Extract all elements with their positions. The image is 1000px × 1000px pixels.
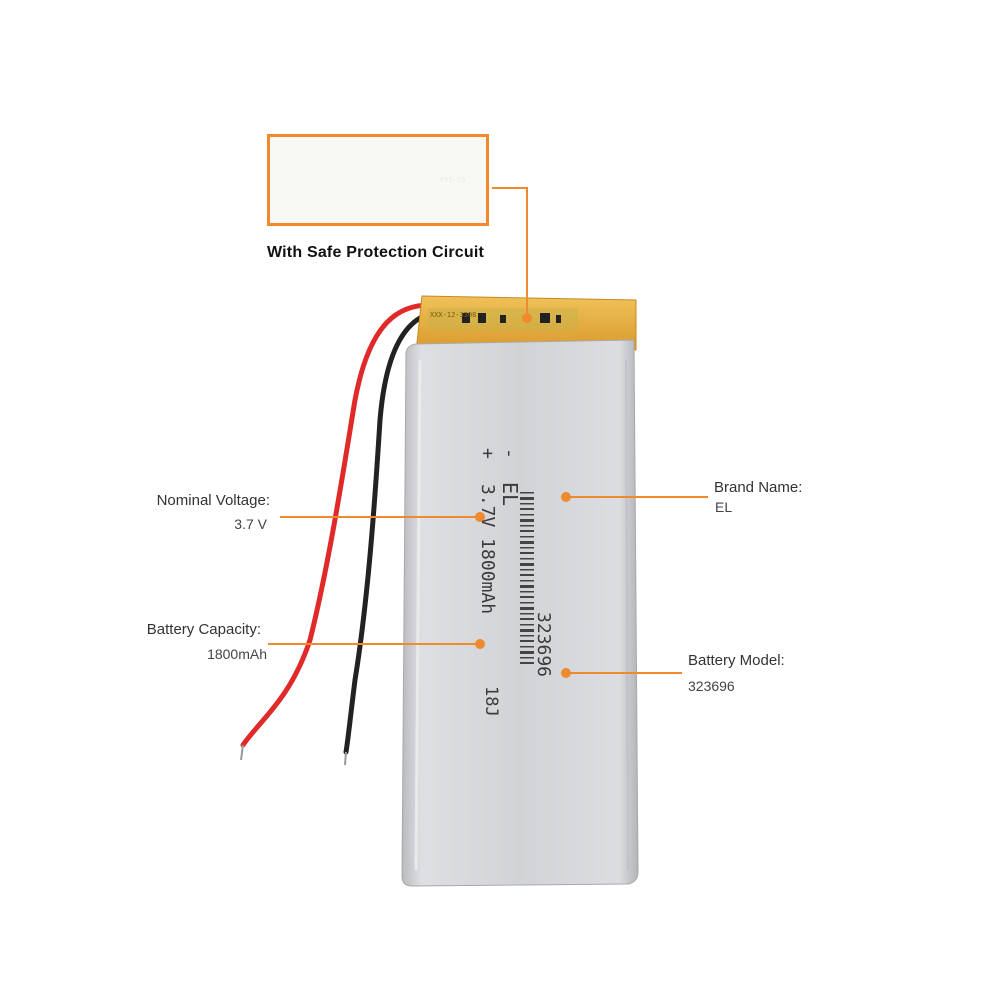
black-wire (343, 315, 423, 755)
brand-dot (561, 492, 571, 502)
red-wire (240, 302, 433, 748)
barcode (520, 492, 534, 664)
protection-dot (522, 313, 532, 323)
protection-callout-line (492, 187, 528, 318)
brand-name-value: EL (715, 499, 733, 515)
nominal-voltage-value: 3.7 V (234, 516, 267, 532)
capacity-label: Battery Capacity: (146, 621, 261, 638)
callout-lines (268, 187, 708, 674)
polarity-minus: - (499, 448, 520, 459)
battery-model-label: Battery Model: (688, 652, 785, 669)
printed-model: 323696 (533, 612, 554, 678)
pcb-label-text: FYT-53 (440, 176, 466, 184)
printed-batch: 18J (481, 686, 501, 717)
nominal-voltage-label: Nominal Voltage: (156, 492, 270, 509)
capacity-dot (475, 639, 485, 649)
protection-title: With Safe Protection Circuit (267, 244, 485, 261)
brand-name-label: Brand Name: (714, 479, 803, 496)
printed-brand: EL (498, 482, 522, 507)
capacity-value: 1800mAh (207, 646, 267, 662)
black-wire-tip (344, 751, 347, 766)
callout-dots (475, 313, 571, 678)
model-dot (561, 668, 571, 678)
polarity-plus: + (477, 448, 498, 459)
protection-callout-box (267, 134, 489, 226)
voltage-dot (475, 512, 485, 522)
battery-model-value: 323696 (688, 678, 735, 694)
printed-rating: 3.7V 1800mAh (477, 484, 498, 615)
battery-pcb-code: XXX-12-3308 (430, 311, 477, 319)
red-wire-tip (240, 744, 244, 761)
